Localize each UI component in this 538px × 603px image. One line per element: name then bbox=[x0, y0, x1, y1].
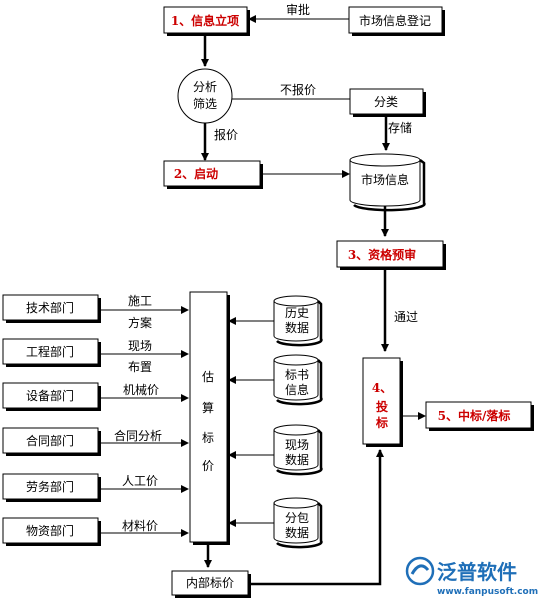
dept-eng: 工程部门 bbox=[2, 338, 101, 367]
datastore-history-line2: 数据 bbox=[285, 320, 309, 335]
dept-contract-note: 合同分析 bbox=[114, 428, 162, 443]
datastore-history: 历史 数据 bbox=[273, 295, 323, 347]
estimate-char-3: 标 bbox=[202, 431, 214, 445]
market-register-label: 市场信息登记 bbox=[359, 13, 431, 28]
step3-box: 3、资格预审 bbox=[336, 240, 446, 270]
estimate-char-4: 价 bbox=[202, 459, 214, 473]
datastore-tender-line1: 标书 bbox=[285, 368, 309, 382]
step5-box: 5、中标/落标 bbox=[425, 401, 534, 431]
analysis-circle: 分析 筛选 bbox=[177, 68, 233, 124]
dept-labor-label: 劳务部门 bbox=[26, 479, 74, 494]
approve-label: 审批 bbox=[286, 2, 310, 17]
step5-label: 5、中标/落标 bbox=[438, 408, 511, 423]
dept-equip-label: 设备部门 bbox=[26, 388, 74, 403]
brand-logo: 泛普软件 www.fanpusoft.com bbox=[405, 556, 538, 597]
step4-line3: 标 bbox=[375, 415, 388, 430]
dept-material-note: 材料价 bbox=[122, 519, 158, 533]
logo-text: 泛普软件 bbox=[437, 560, 517, 584]
datastore-tender: 标书 信息 bbox=[273, 354, 323, 406]
dept-tech-note1: 施工 bbox=[128, 294, 152, 308]
step4-line2: 投 bbox=[376, 399, 388, 414]
step4-line1: 4、 bbox=[372, 381, 392, 395]
dept-equip-note: 机械价 bbox=[123, 382, 159, 397]
dept-eng-note1: 现场 bbox=[128, 339, 152, 353]
logo-mark-icon bbox=[405, 556, 435, 586]
logo-url: www.fanpusoft.com bbox=[437, 587, 538, 597]
pass-label: 通过 bbox=[394, 310, 418, 324]
datastore-history-line1: 历史 bbox=[285, 306, 309, 320]
classify-box: 分类 bbox=[349, 88, 426, 117]
market-register-box: 市场信息登记 bbox=[348, 6, 445, 36]
step3-label: 3、资格预审 bbox=[348, 247, 416, 262]
dept-contract-label: 合同部门 bbox=[26, 433, 74, 448]
no-quote-label: 不报价 bbox=[280, 82, 316, 97]
datastore-tender-line2: 信息 bbox=[285, 382, 309, 397]
datastore-site-line2: 数据 bbox=[285, 452, 309, 467]
internal-to-bid-arrow bbox=[251, 449, 384, 586]
quote-label: 报价 bbox=[214, 127, 238, 142]
classify-label: 分类 bbox=[374, 95, 398, 109]
dept-labor-note: 人工价 bbox=[122, 474, 158, 488]
datastore-site-line1: 现场 bbox=[285, 438, 309, 452]
dept-labor: 劳务部门 bbox=[2, 473, 101, 502]
dept-tech-label: 技术部门 bbox=[26, 300, 74, 315]
market-info-label: 市场信息 bbox=[361, 172, 409, 187]
dept-material: 物资部门 bbox=[2, 517, 101, 546]
store-label: 存储 bbox=[388, 120, 412, 135]
step1-box: 1、信息立项 bbox=[163, 6, 250, 36]
dept-tech: 技术部门 bbox=[2, 294, 101, 323]
step1-label: 1、信息立项 bbox=[171, 13, 239, 28]
logo-mark-swoosh-icon bbox=[410, 564, 430, 575]
internal-price-label: 内部标价 bbox=[186, 575, 234, 590]
estimate-box: 估 算 标 价 bbox=[189, 291, 230, 545]
dept-equip: 设备部门 bbox=[2, 382, 101, 411]
dept-tech-note2: 方案 bbox=[128, 315, 152, 330]
analysis-line2: 筛选 bbox=[193, 96, 217, 111]
step2-label: 2、启动 bbox=[174, 166, 218, 181]
dept-eng-label: 工程部门 bbox=[26, 344, 74, 359]
estimate-char-2: 算 bbox=[202, 400, 214, 415]
dept-eng-note2: 布置 bbox=[128, 360, 152, 374]
dept-material-label: 物资部门 bbox=[26, 523, 74, 538]
estimate-char-1: 估 bbox=[202, 370, 214, 384]
internal-price-box: 内部标价 bbox=[171, 570, 251, 598]
datastore-subcontract: 分包 数据 bbox=[273, 497, 323, 549]
datastore-subcontract-line1: 分包 bbox=[285, 511, 309, 525]
step4-box: 4、 投 标 bbox=[362, 357, 403, 447]
dept-contract: 合同部门 bbox=[2, 427, 101, 456]
datastore-site: 现场 数据 bbox=[273, 424, 323, 476]
market-info-datastore: 市场信息 bbox=[349, 153, 426, 212]
datastore-subcontract-line2: 数据 bbox=[285, 525, 309, 540]
analysis-line1: 分析 bbox=[193, 80, 217, 94]
step2-box: 2、启动 bbox=[163, 160, 263, 189]
